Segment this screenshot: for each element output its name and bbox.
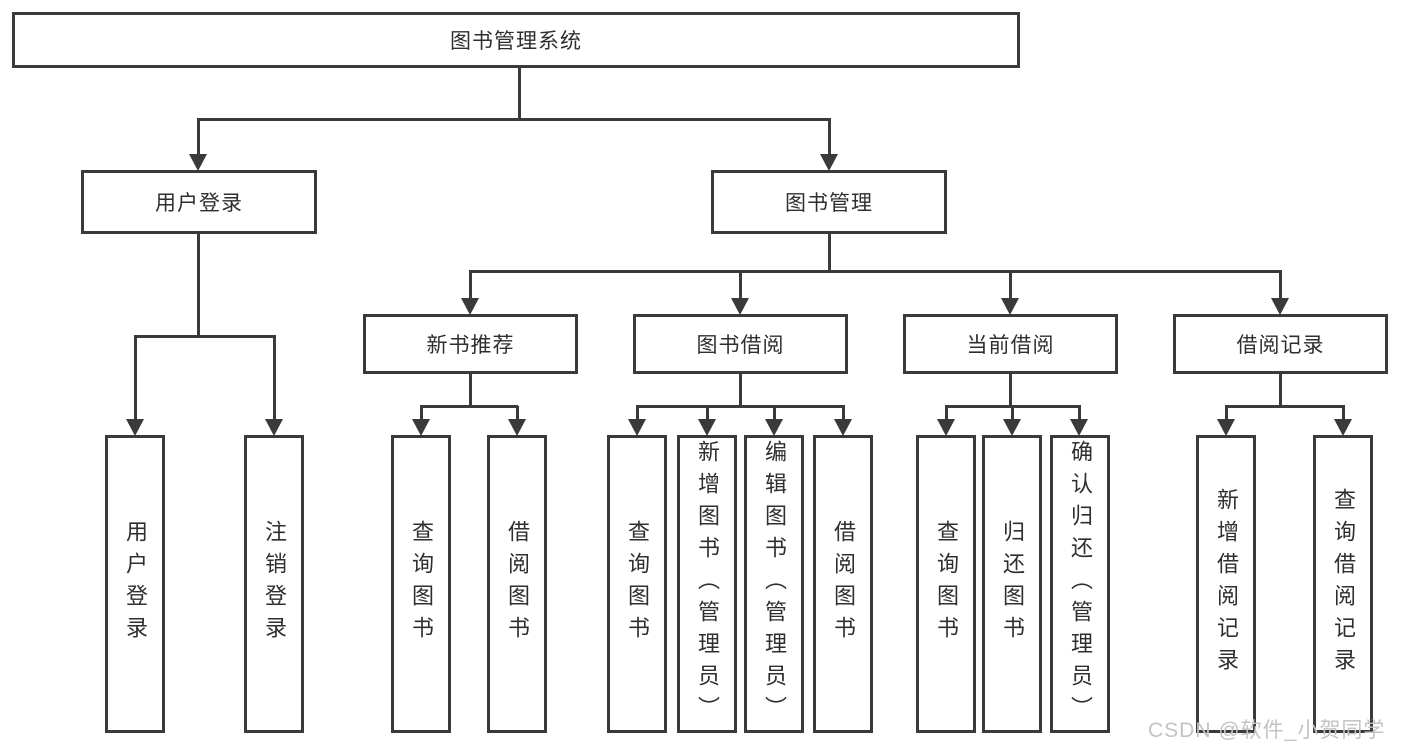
leaf-edit-books-admin: 编辑图书（管理员） (744, 435, 804, 733)
connector-book-management-stem (828, 234, 831, 272)
connector-book-borrowing-split (636, 405, 845, 408)
connector-drop-leaf (420, 406, 423, 419)
connector-drop-leaf (1342, 406, 1345, 419)
leaf-logout: 注销登录 (244, 435, 304, 733)
leaf-return-books: 归还图书 (982, 435, 1042, 733)
connector-drop-leaf (773, 406, 776, 419)
connector-root-split (197, 118, 831, 121)
arrow-down-icon (1271, 298, 1289, 315)
arrow-down-icon (1334, 419, 1352, 436)
node-user-login: 用户登录 (81, 170, 317, 234)
connector-drop-leaf (706, 406, 709, 419)
connector-new-book-stem (469, 374, 472, 407)
node-new-book-recommendation: 新书推荐 (363, 314, 578, 374)
connector-drop-leaf (1078, 406, 1081, 419)
connector-drop-leaf (1225, 406, 1228, 419)
arrow-down-icon (1003, 419, 1021, 436)
arrow-down-icon (765, 419, 783, 436)
arrow-down-icon (508, 419, 526, 436)
leaf-user-login: 用户登录 (105, 435, 165, 733)
connector-drop-leaf (516, 406, 519, 419)
connector-drop-leaf (842, 406, 845, 419)
connector-drop-user-login (197, 119, 200, 155)
connector-drop-level3 (739, 271, 742, 299)
leaf-confirm-return-admin: 确认归还（管理员） (1050, 435, 1110, 733)
arrow-down-icon (1070, 419, 1088, 436)
connector-book-borrowing-stem (739, 374, 742, 407)
arrow-down-icon (461, 298, 479, 315)
connector-drop-leaf (273, 336, 276, 419)
arrow-down-icon (820, 154, 838, 171)
leaf-query-books-current: 查询图书 (916, 435, 976, 733)
arrow-down-icon (834, 419, 852, 436)
connector-root-stem (518, 68, 521, 120)
leaf-borrow-books: 借阅图书 (813, 435, 873, 733)
connector-drop-level3 (1279, 271, 1282, 299)
node-library-management-system: 图书管理系统 (12, 12, 1020, 68)
node-borrowing-records: 借阅记录 (1173, 314, 1388, 374)
arrow-down-icon (1217, 419, 1235, 436)
node-current-borrowing: 当前借阅 (903, 314, 1118, 374)
leaf-query-books-borrow: 查询图书 (607, 435, 667, 733)
leaf-add-borrow-record: 新增借阅记录 (1196, 435, 1256, 733)
arrow-down-icon (698, 419, 716, 436)
arrow-down-icon (412, 419, 430, 436)
connector-drop-leaf (945, 406, 948, 419)
arrow-down-icon (126, 419, 144, 436)
connector-borrowing-records-split (1225, 405, 1345, 408)
arrow-down-icon (265, 419, 283, 436)
arrow-down-icon (189, 154, 207, 171)
connector-current-borrowing-stem (1009, 374, 1012, 407)
connector-drop-leaf (636, 406, 639, 419)
leaf-query-books-recommend: 查询图书 (391, 435, 451, 733)
arrow-down-icon (628, 419, 646, 436)
node-book-management: 图书管理 (711, 170, 947, 234)
leaf-borrow-books-recommend: 借阅图书 (487, 435, 547, 733)
connector-drop-leaf (134, 336, 137, 419)
leaf-add-books-admin: 新增图书（管理员） (677, 435, 737, 733)
node-book-borrowing: 图书借阅 (633, 314, 848, 374)
csdn-watermark: CSDN @软件_小贺同学 (1148, 719, 1386, 742)
connector-borrowing-records-stem (1279, 374, 1282, 407)
leaf-query-borrow-record: 查询借阅记录 (1313, 435, 1373, 733)
connector-drop-level3 (469, 271, 472, 299)
arrow-down-icon (1001, 298, 1019, 315)
connector-new-book-split (420, 405, 518, 408)
connector-book-management-split (469, 270, 1282, 273)
connector-drop-leaf (1011, 406, 1014, 419)
arrow-down-icon (937, 419, 955, 436)
arrow-down-icon (731, 298, 749, 315)
connector-drop-book-management (828, 119, 831, 155)
connector-drop-level3 (1009, 271, 1012, 299)
connector-user-login-stem (197, 234, 200, 337)
connector-user-login-split (134, 335, 276, 338)
